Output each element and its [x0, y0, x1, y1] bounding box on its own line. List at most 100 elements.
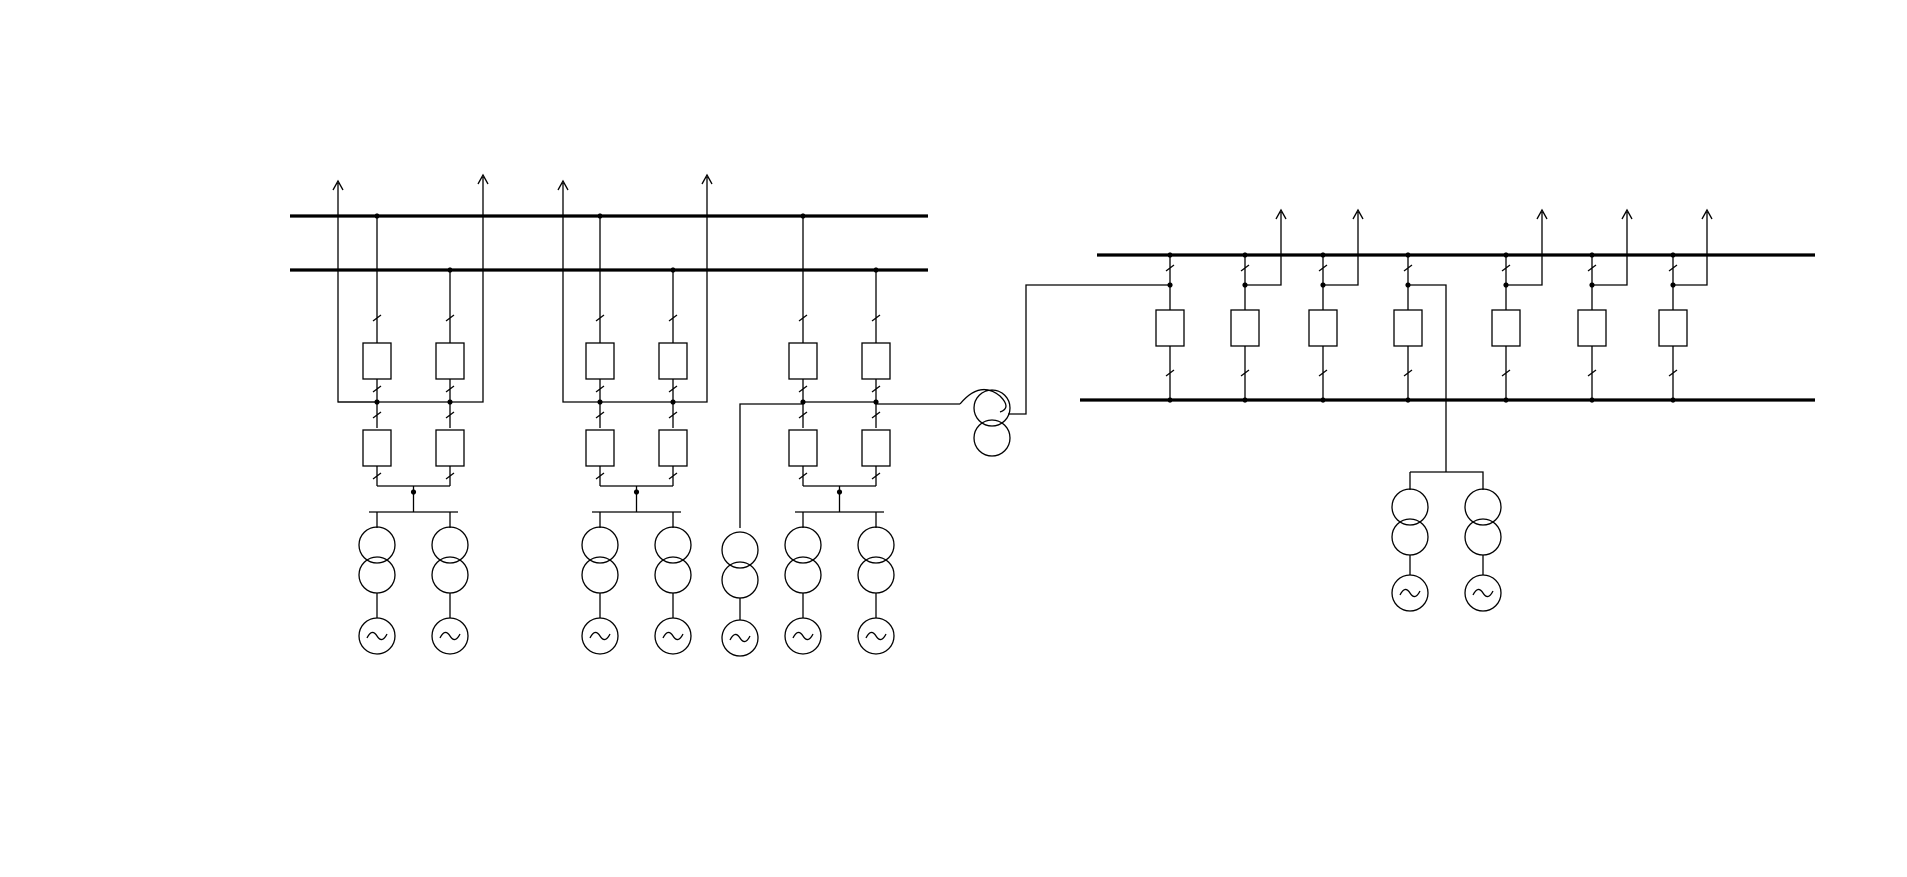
sine-wave	[439, 631, 461, 641]
feeder-arrow-icon	[1275, 208, 1287, 220]
transformer-winding	[358, 526, 396, 564]
disconnector-mark	[1165, 369, 1175, 377]
generator-icon	[857, 617, 895, 655]
junction-node	[1670, 397, 1676, 403]
junction-node	[374, 399, 380, 405]
junction-node	[1242, 252, 1248, 258]
disconnector-mark	[372, 411, 382, 419]
sine-wave	[729, 633, 751, 643]
junction-node	[374, 213, 380, 219]
junction-node	[597, 213, 603, 219]
arrow-head	[1701, 208, 1713, 220]
feeder-arrow-icon	[1621, 208, 1633, 220]
sine-wave	[865, 631, 887, 641]
generator-icon	[721, 619, 759, 657]
feeder-loop	[673, 177, 708, 403]
transformer-winding	[721, 531, 759, 569]
junction-node	[1670, 282, 1676, 288]
junction-node	[1167, 282, 1173, 288]
feeder-arrow-icon	[1352, 208, 1364, 220]
circuit-breaker	[788, 429, 818, 467]
junction-node	[1405, 282, 1411, 288]
circuit-breaker	[435, 342, 465, 380]
circuit-breaker	[861, 429, 891, 467]
disconnector-mark	[372, 314, 382, 322]
disconnector-mark	[871, 411, 881, 419]
interconnection-transformer-icon	[973, 389, 1011, 457]
feeder-arrow-icon	[701, 173, 713, 185]
disconnector-mark	[1501, 264, 1511, 272]
sine-wave	[1472, 588, 1494, 598]
arrow-head	[557, 179, 569, 191]
junction-node	[1320, 252, 1326, 258]
junction-node	[1242, 282, 1248, 288]
transformer-winding	[973, 419, 1011, 457]
junction-node	[1167, 397, 1173, 403]
circuit-breaker	[585, 342, 615, 380]
disconnector-mark	[372, 472, 382, 480]
transformer-winding	[654, 526, 692, 564]
junction-node	[1405, 252, 1411, 258]
junction-node	[1320, 282, 1326, 288]
circuit-breaker	[788, 342, 818, 380]
circuit-breaker	[1658, 309, 1688, 347]
disconnector-mark	[668, 411, 678, 419]
feeder-arrow-icon	[1536, 208, 1548, 220]
sine-wave	[792, 631, 814, 641]
feeder-arrow-icon	[332, 179, 344, 191]
circuit-breaker	[362, 342, 392, 380]
transformer-winding	[358, 556, 396, 594]
disconnector-mark	[798, 411, 808, 419]
unit-tie	[739, 403, 803, 528]
feeder-line	[1673, 212, 1708, 286]
generator-icon	[581, 617, 619, 655]
transformer-icon	[431, 526, 469, 594]
transformer-winding	[654, 556, 692, 594]
circuit-breaker	[861, 342, 891, 380]
feeder-arrow-icon	[1701, 208, 1713, 220]
junction-node	[873, 399, 879, 405]
junction-node	[1503, 397, 1509, 403]
transformer-winding	[973, 389, 1011, 427]
circuit-breaker	[1155, 309, 1185, 347]
transformer-winding	[1391, 488, 1429, 526]
feeder-loop	[450, 177, 484, 403]
feeder-line	[1592, 212, 1628, 286]
junction-node	[597, 399, 603, 405]
circuit-breaker	[362, 429, 392, 467]
arrow-head	[1536, 208, 1548, 220]
disconnector-mark	[1403, 264, 1413, 272]
circuit-breaker	[435, 429, 465, 467]
disconnector-mark	[1318, 369, 1328, 377]
disconnector-mark	[595, 472, 605, 480]
disconnector-mark	[668, 314, 678, 322]
generator-icon	[1464, 574, 1502, 612]
disconnector-mark	[445, 411, 455, 419]
transformer-winding	[1464, 488, 1502, 526]
junction-node	[447, 267, 453, 273]
disconnector-mark	[798, 385, 808, 393]
disconnector-mark	[798, 314, 808, 322]
transformer-winding	[1391, 518, 1429, 556]
symbol-layer	[332, 173, 1713, 657]
junction-node	[1503, 252, 1509, 258]
junction-node	[670, 399, 676, 405]
disconnector-mark	[1240, 369, 1250, 377]
disconnector-mark	[1240, 264, 1250, 272]
disconnector-mark	[871, 314, 881, 322]
arrow-head	[477, 173, 489, 185]
circuit-breaker	[1577, 309, 1607, 347]
disconnector-mark	[871, 385, 881, 393]
transformer-winding	[784, 556, 822, 594]
disconnector-mark	[595, 314, 605, 322]
disconnector-mark	[871, 472, 881, 480]
sine-wave	[366, 631, 388, 641]
circuit-breaker	[1230, 309, 1260, 347]
junction-node	[1167, 252, 1173, 258]
disconnector-mark	[1403, 369, 1413, 377]
disconnector-mark	[1587, 369, 1597, 377]
junction-node	[447, 399, 453, 405]
disconnector-mark	[445, 472, 455, 480]
generator-icon	[431, 617, 469, 655]
